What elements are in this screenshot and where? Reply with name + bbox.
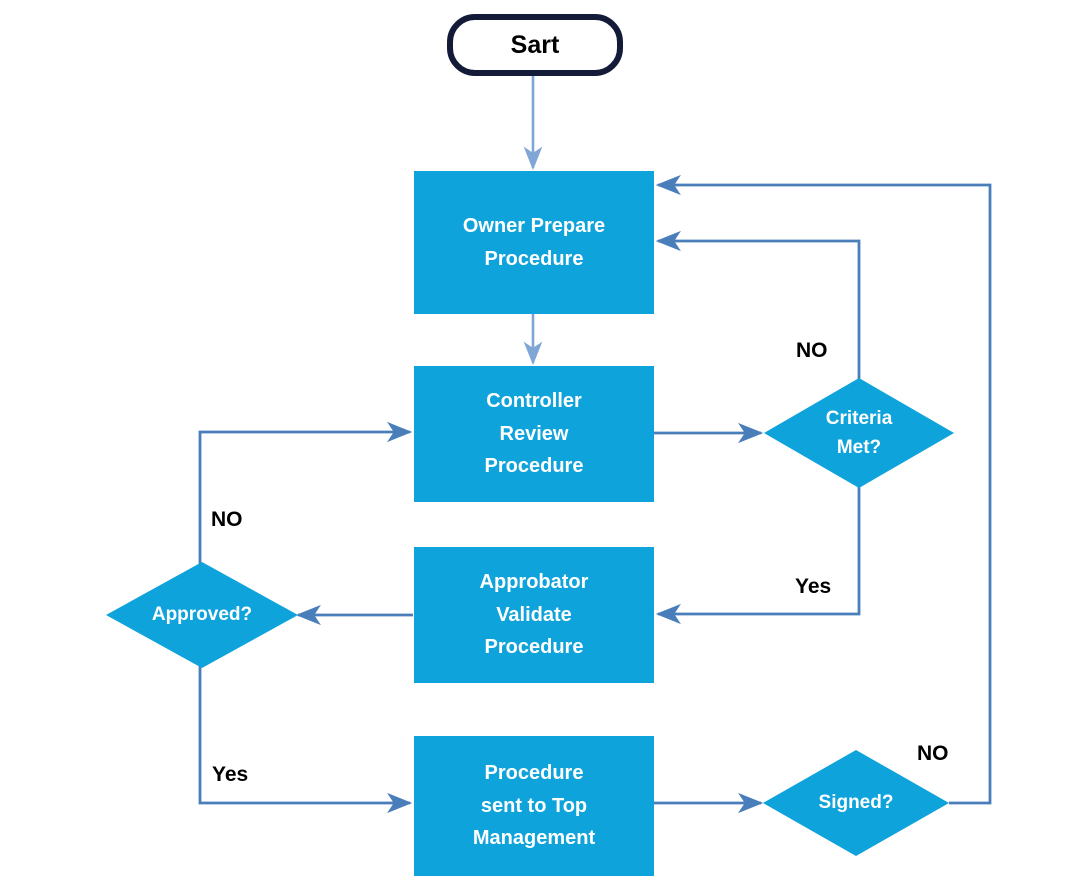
node-topmgmt-line-1: Procedure xyxy=(484,762,584,785)
edge-criteria-yes-to-approbator xyxy=(655,479,861,625)
node-criteria-met-decision[interactable]: Criteria Met? xyxy=(764,378,954,488)
node-approbator-validate-procedure[interactable]: Approbator Validate Procedure xyxy=(414,547,654,683)
node-start-label: Sart xyxy=(510,30,560,59)
node-signed-line-1: Signed? xyxy=(818,792,894,814)
node-topmgmt-label: Procedure sent to Top Management xyxy=(473,757,595,854)
node-approved-decision[interactable]: Approved? xyxy=(106,562,298,668)
node-approbator-line-2: Validate xyxy=(496,603,572,626)
node-controller-review-procedure-label: Controller Review Procedure xyxy=(485,385,584,482)
node-controller-line-3: Procedure xyxy=(484,455,584,478)
node-approbator-line-3: Procedure xyxy=(484,636,584,659)
edge-signed-no-to-owner xyxy=(655,174,992,805)
node-owner-prepare-procedure[interactable]: Owner Prepare Procedure xyxy=(414,171,654,314)
node-owner-line-1: Owner Prepare xyxy=(462,215,606,238)
node-procedure-sent-to-top-management[interactable]: Procedure sent to Top Management xyxy=(414,736,654,876)
node-owner-prepare-procedure-label: Owner Prepare Procedure xyxy=(463,210,605,275)
edge-label-criteria-yes: Yes xyxy=(795,575,832,598)
edge-label-signed-no: NO xyxy=(917,742,949,765)
node-approbator-line-1: Approbator xyxy=(479,571,589,594)
edge-label-approved-no: NO xyxy=(211,508,243,531)
edge-criteria-no-to-owner xyxy=(655,230,861,388)
node-controller-line-1: Controller xyxy=(486,390,582,413)
node-controller-line-2: Review xyxy=(499,422,569,445)
node-approbator-validate-procedure-label: Approbator Validate Procedure xyxy=(480,566,589,663)
node-signed-label: Signed? xyxy=(763,788,949,817)
node-approved-line-1: Approved? xyxy=(151,604,253,626)
edge-approved-yes-to-topmgmt xyxy=(198,664,413,814)
edge-approved-no-to-controller xyxy=(198,421,413,593)
node-signed-decision[interactable]: Signed? xyxy=(763,750,949,856)
edge-label-criteria-no: NO xyxy=(796,339,828,362)
node-topmgmt-line-3: Management xyxy=(472,827,596,850)
node-criteria-line-1: Criteria xyxy=(825,407,893,429)
node-controller-review-procedure[interactable]: Controller Review Procedure xyxy=(414,366,654,502)
node-owner-line-2: Procedure xyxy=(484,247,584,270)
node-criteria-met-label: Criteria Met? xyxy=(764,404,954,463)
node-topmgmt-line-2: sent to Top xyxy=(480,794,588,817)
node-approved-label: Approved? xyxy=(106,600,298,629)
edge-label-approved-yes: Yes xyxy=(212,763,249,786)
node-criteria-line-2: Met? xyxy=(836,437,882,458)
node-start[interactable]: Sart xyxy=(447,14,623,76)
